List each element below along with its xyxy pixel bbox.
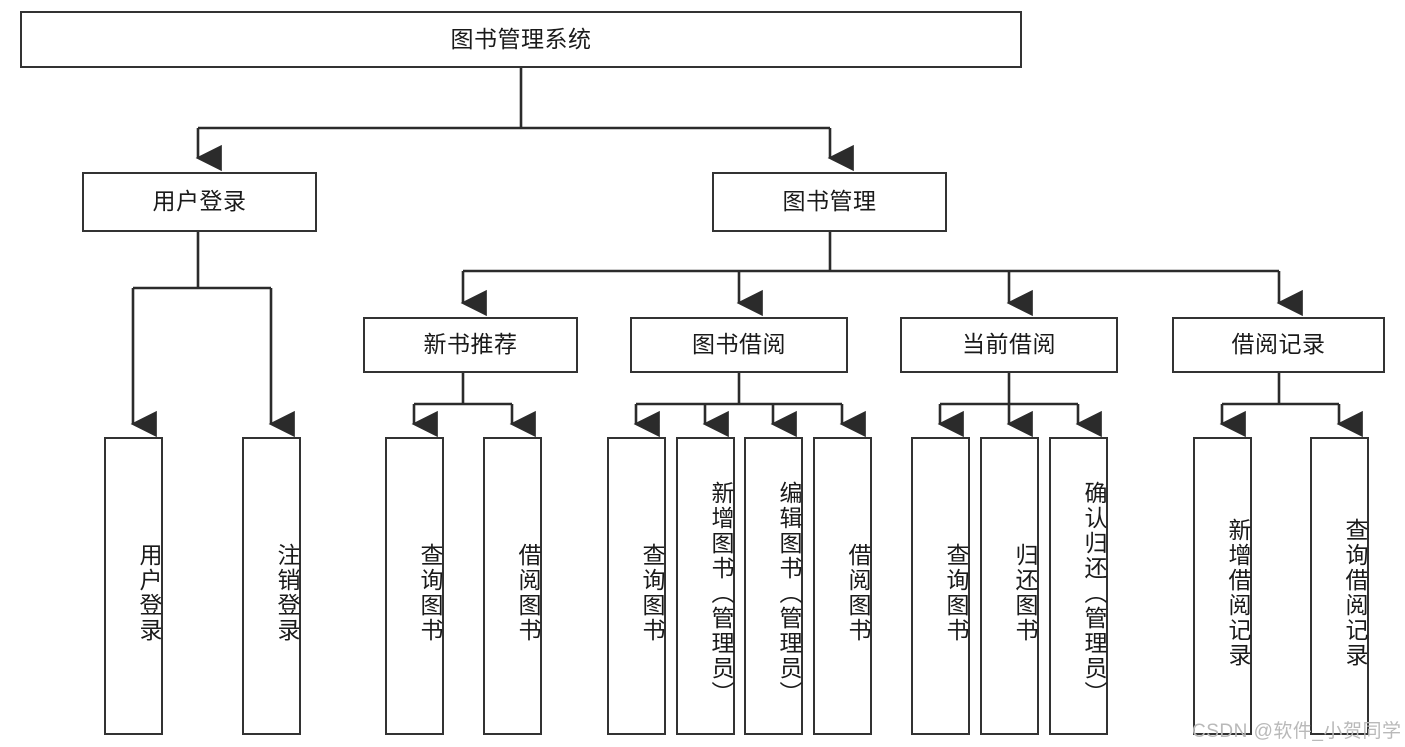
node-label: 编辑图书（管理员） [776,480,802,706]
node-label: 新书推荐 [423,331,518,358]
node-label: 查询图书 [639,543,665,643]
node-label: 新增借阅记录 [1225,518,1251,668]
leaf-confirm-return-admin[interactable]: 确认归还（管理员） [1049,437,1108,735]
leaf-query-books-current[interactable]: 查询图书 [911,437,970,735]
leaf-edit-book-admin[interactable]: 编辑图书（管理员） [744,437,803,735]
node-label: 借阅图书 [515,543,541,643]
node-label: 图书管理 [782,188,877,215]
node-label: 借阅记录 [1231,331,1326,358]
leaf-add-borrow-record[interactable]: 新增借阅记录 [1193,437,1252,735]
node-label: 图书借阅 [692,331,786,358]
node-label: 查询借阅记录 [1342,518,1368,668]
node-book-management[interactable]: 图书管理 [712,172,947,232]
leaf-borrow-books-recommendation[interactable]: 借阅图书 [483,437,542,735]
leaf-query-books-borrowing[interactable]: 查询图书 [607,437,666,735]
node-label: 新增图书（管理员） [708,480,734,706]
node-label: 用户登录 [152,188,247,215]
leaf-add-book-admin[interactable]: 新增图书（管理员） [676,437,735,735]
node-root-book-management-system[interactable]: 图书管理系统 [20,11,1022,68]
node-label: 图书管理系统 [450,25,592,52]
node-label: 查询图书 [417,543,443,643]
node-label: 查询图书 [943,543,969,643]
leaf-borrow-books-borrowing[interactable]: 借阅图书 [813,437,872,735]
node-user-login[interactable]: 用户登录 [82,172,317,232]
node-new-book-recommendation[interactable]: 新书推荐 [363,317,578,373]
node-label: 当前借阅 [962,331,1056,358]
leaf-user-login[interactable]: 用户登录 [104,437,163,735]
node-label: 确认归还（管理员） [1081,480,1107,706]
leaf-logout[interactable]: 注销登录 [242,437,301,735]
leaf-query-books-recommendation[interactable]: 查询图书 [385,437,444,735]
node-borrowing-records[interactable]: 借阅记录 [1172,317,1385,373]
leaf-return-books[interactable]: 归还图书 [980,437,1039,735]
leaf-query-borrow-record[interactable]: 查询借阅记录 [1310,437,1369,735]
node-label: 用户登录 [136,543,162,643]
node-label: 借阅图书 [845,543,871,643]
node-current-borrowing[interactable]: 当前借阅 [900,317,1118,373]
watermark: CSDN @软件_小贺同学 [1192,721,1402,742]
node-label: 归还图书 [1012,543,1038,643]
node-label: 注销登录 [274,543,300,643]
node-book-borrowing[interactable]: 图书借阅 [630,317,848,373]
